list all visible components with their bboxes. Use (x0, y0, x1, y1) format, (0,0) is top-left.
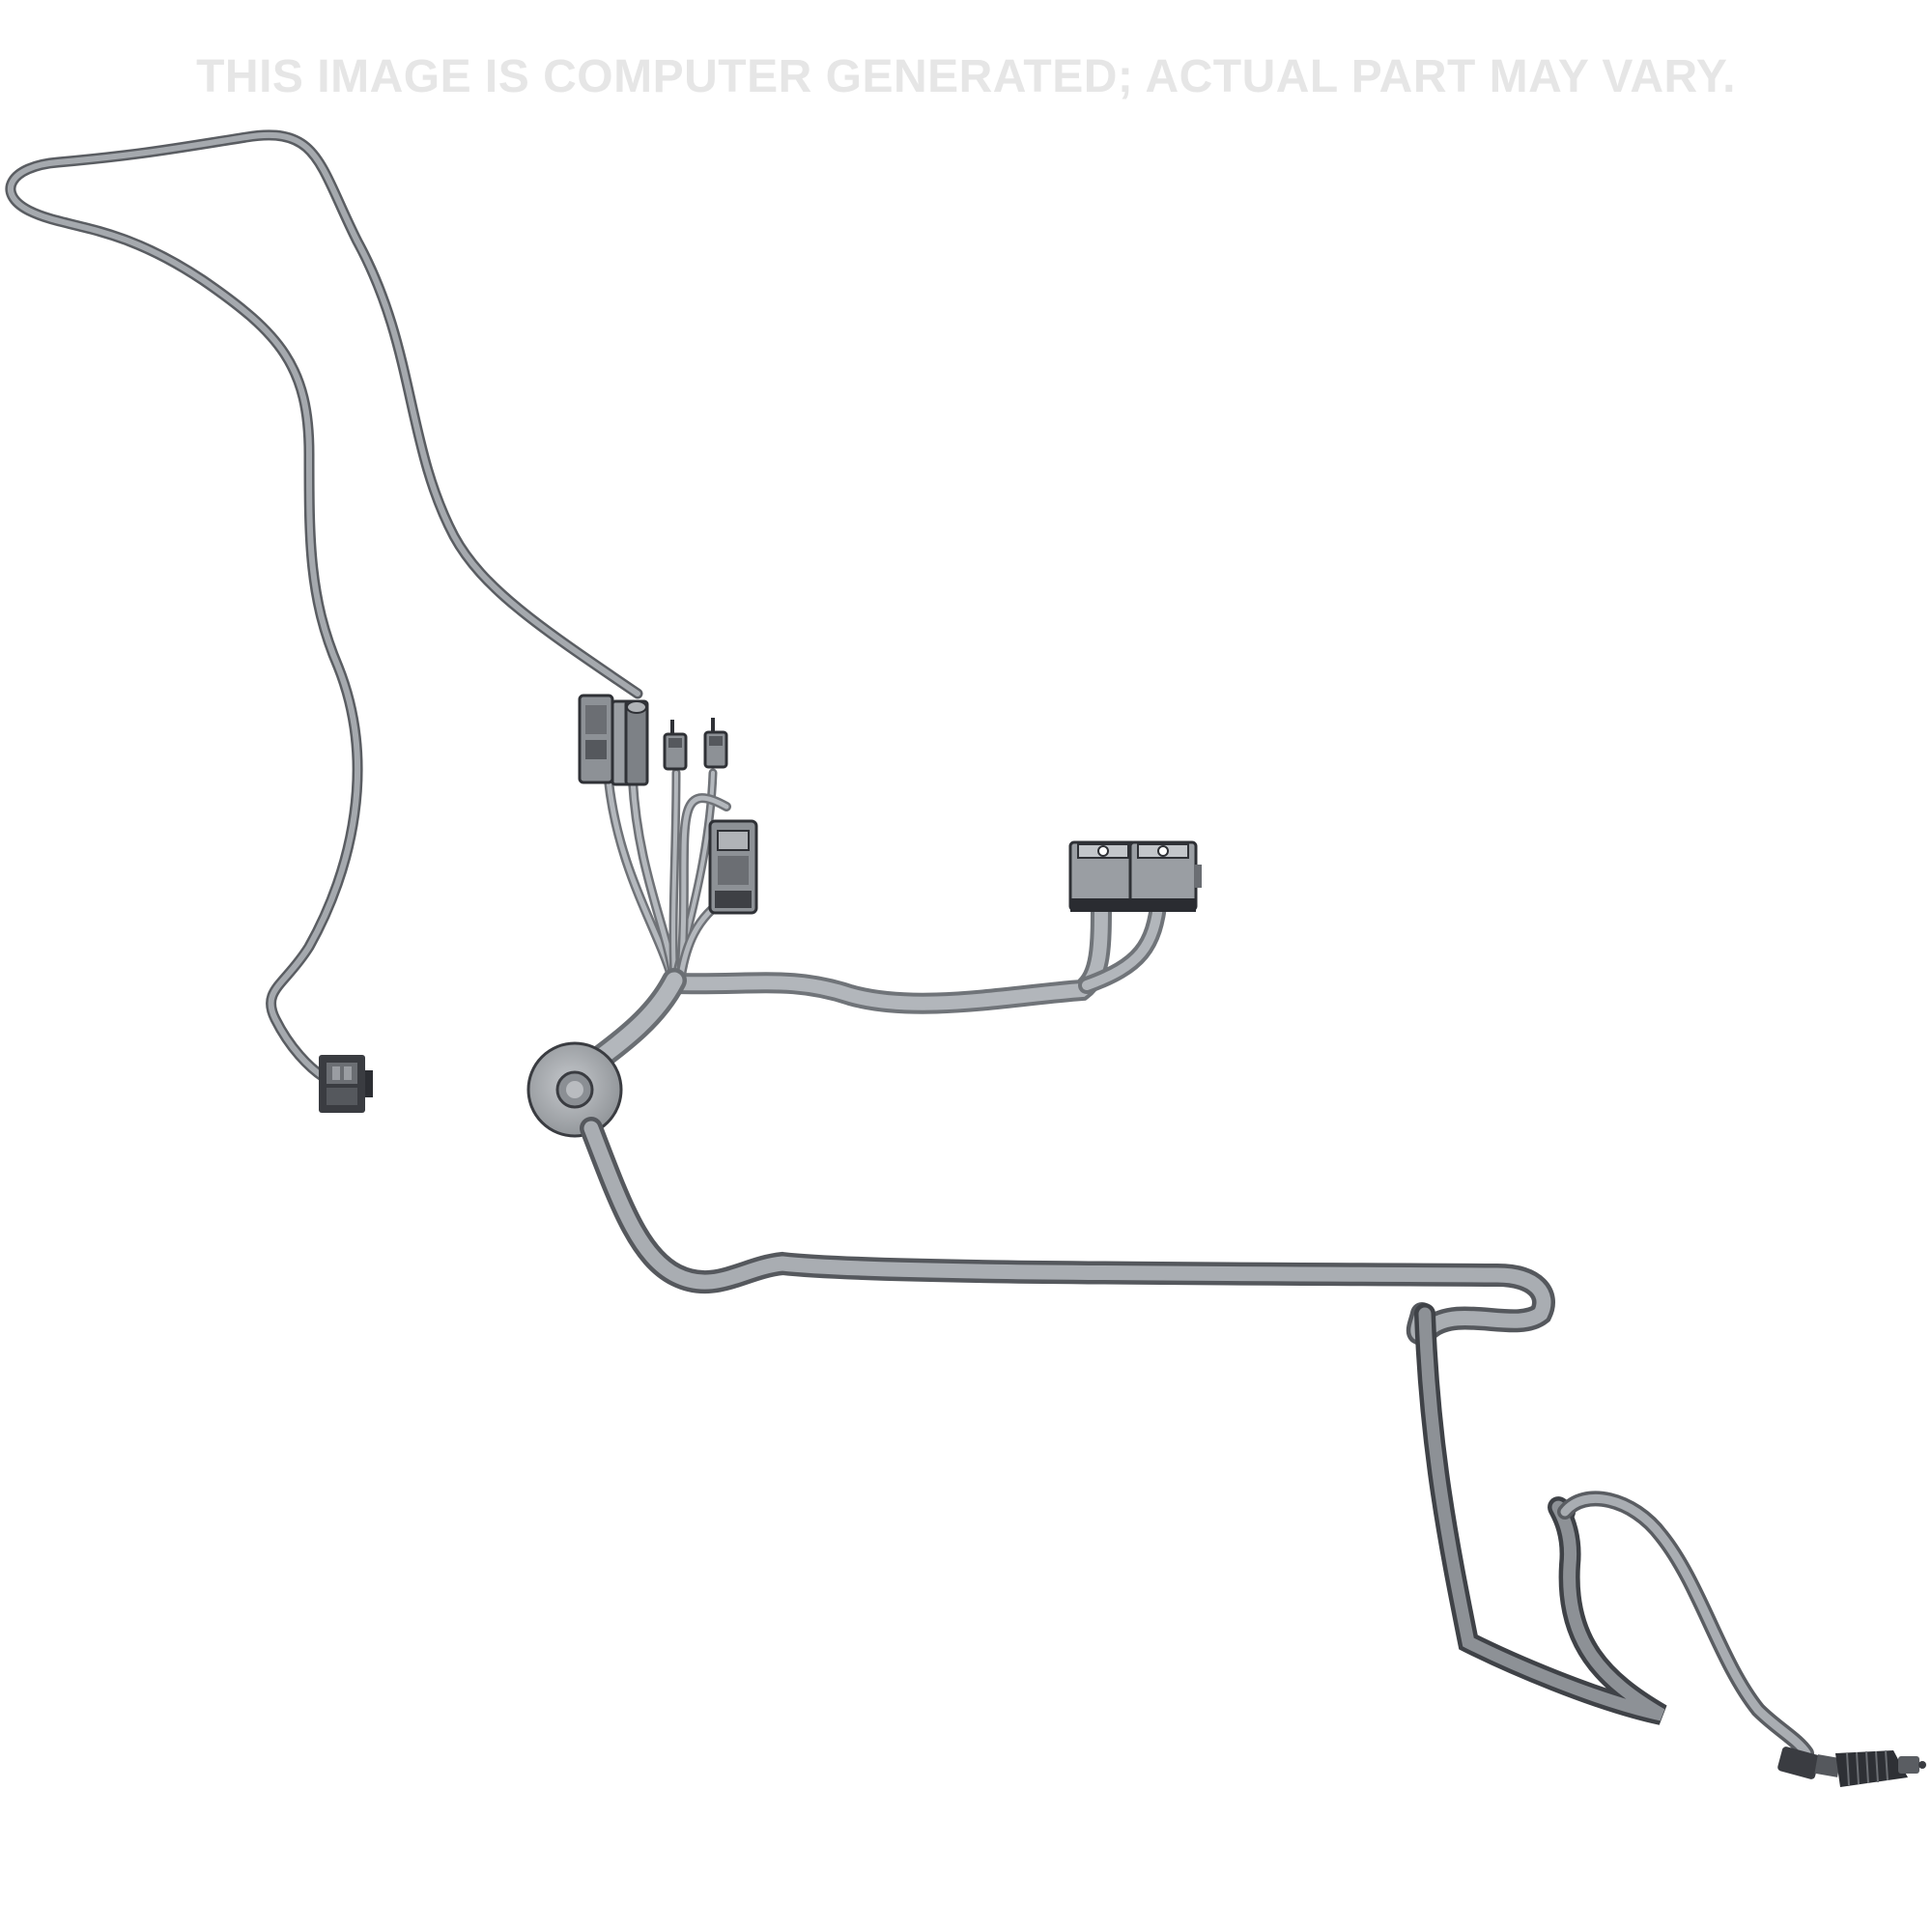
grommet (526, 1041, 623, 1138)
weatherpack-connector (708, 819, 758, 915)
upper-left-lead-cable (5, 129, 643, 1083)
pigtail-connector (319, 1055, 373, 1113)
zigzag-cable (1414, 1303, 1814, 1761)
connector-cluster (578, 694, 728, 786)
main-trunk-cable (580, 1117, 1555, 1346)
dual-relay-connector (1068, 840, 1202, 912)
sensor-plug-connector (1777, 1747, 1926, 1787)
cluster-branch-cables (604, 768, 731, 980)
relay-feed-cable (666, 888, 1168, 1014)
disclaimer-watermark: THIS IMAGE IS COMPUTER GENERATED; ACTUAL… (196, 51, 1736, 102)
